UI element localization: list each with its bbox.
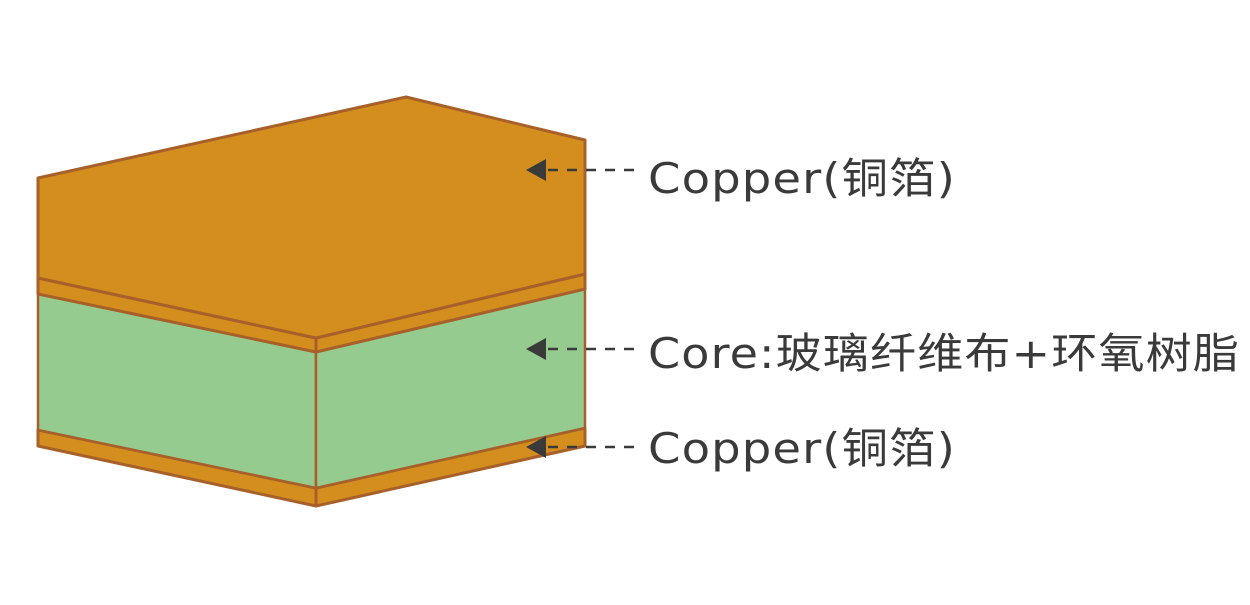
- bottom-copper-pointer: [526, 436, 640, 458]
- top-copper-layer: [36, 95, 587, 354]
- core-pointer: [526, 338, 640, 360]
- bottom-copper-arrowhead-icon: [526, 436, 546, 458]
- core-label: Core:玻璃纤维布+环氧树脂: [648, 329, 1240, 378]
- top-copper-pointer: [526, 159, 640, 181]
- top-copper-top-face: [36, 95, 587, 340]
- top-copper-label: Copper(铜箔): [648, 154, 956, 203]
- top-copper-arrowhead-icon: [526, 159, 546, 181]
- bottom-copper-label: Copper(铜箔): [648, 424, 956, 473]
- core-layer: [36, 287, 587, 490]
- core-arrowhead-icon: [526, 338, 546, 360]
